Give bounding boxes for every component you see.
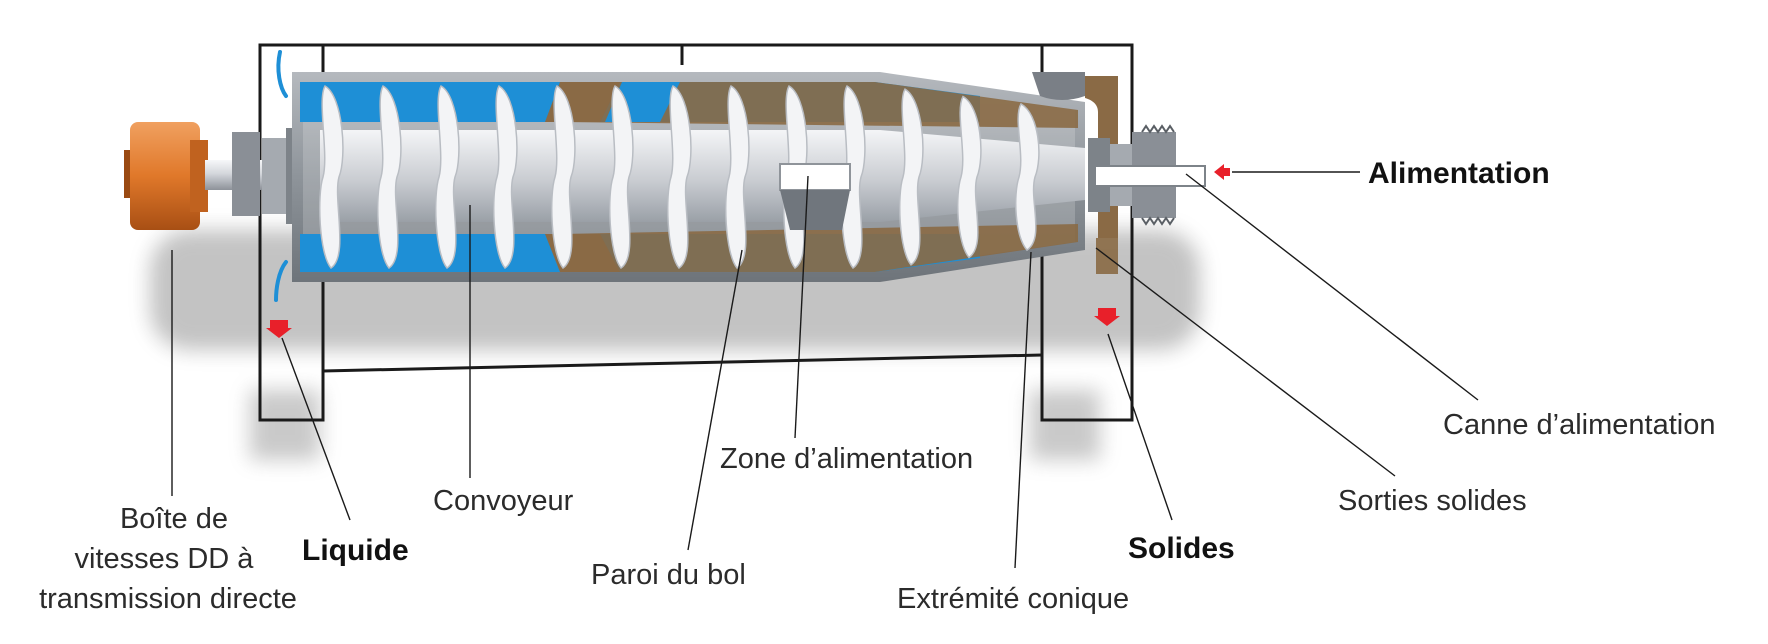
screw-flight [899,88,924,266]
label-liquide: Liquide [302,534,409,567]
label-boite-line-2: vitesses DD à [75,543,255,575]
label-boite-line-1: Boîte de [120,503,228,535]
label-sorties-solides: Sorties solides [1338,485,1527,517]
feed-arrow [1214,164,1230,180]
label-extremite-conique: Extrémité conique [897,583,1129,615]
screw-flights [319,84,1040,269]
screw-flight [377,84,402,269]
flow-arrows [266,164,1230,338]
screw-flight [493,84,518,269]
screw-flight [957,95,982,259]
label-solides: Solides [1128,532,1235,565]
screw-flight [319,84,344,269]
label-alimentation: Alimentation [1368,157,1550,190]
screw-flight [609,84,634,269]
screw-flight [551,84,576,269]
diagram-labels: Alimentation Canne d’alimentation Sortie… [39,157,1715,615]
label-convoyeur: Convoyeur [433,485,574,517]
gearbox [124,122,208,230]
label-boite-de-vitesses: Boîte de vitesses DD à transmission dire… [39,503,297,615]
label-paroi-du-bol: Paroi du bol [591,559,746,591]
feed-zone [779,163,851,230]
liquid-discharge [274,50,288,302]
screw-flight [725,84,750,269]
solids-arrow [1094,308,1120,326]
label-boite-line-3: transmission directe [39,583,297,615]
label-canne-alimentation: Canne d’alimentation [1443,409,1715,441]
liquid-arrow [266,320,292,338]
screw-flight [841,84,866,269]
feed-pipe [1094,165,1206,187]
screw-flight [435,84,460,269]
label-zone-alimentation: Zone d’alimentation [720,443,973,475]
screw-flight [667,84,692,269]
screw-flight [1014,102,1040,252]
leader-lines [171,171,1479,569]
frame [258,43,1134,422]
